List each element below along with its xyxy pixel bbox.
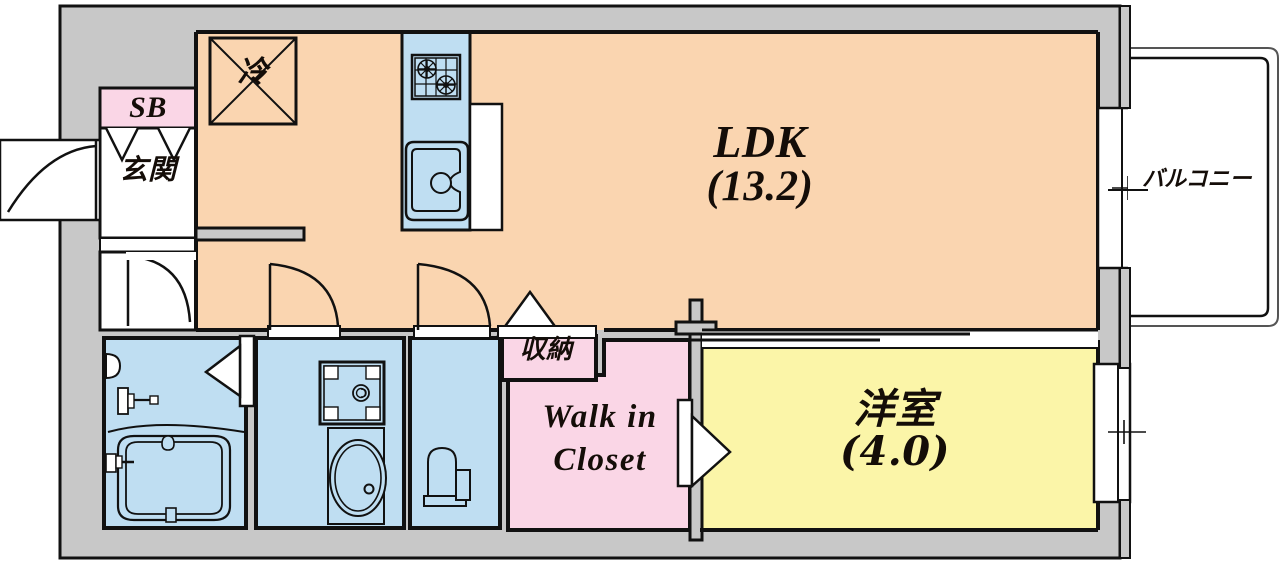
bedroom-window: [1092, 362, 1146, 504]
toilet-bowl-icon: [423, 446, 471, 508]
wic-sliding-door[interactable]: [676, 398, 732, 489]
kitchen-opening: [468, 102, 504, 232]
shoe-box-label: SB: [129, 91, 167, 124]
kitchen-sink-icon: [404, 140, 470, 222]
room-bedroom: [700, 340, 1098, 530]
ldk-area: (13.2): [706, 163, 814, 211]
wic-line1: Walk in: [542, 399, 658, 435]
gas-stove-icon: [410, 53, 462, 101]
bathroom-sliding-door[interactable]: [203, 334, 256, 408]
room-ldk: [196, 32, 1098, 330]
room-label-walk-in-closet: Walk in Closet: [505, 400, 695, 477]
genkan-inner-door[interactable]: [126, 252, 196, 326]
ldk-name: LDK: [713, 116, 807, 167]
refrigerator-icon: [208, 36, 298, 126]
storage-label: 収納: [519, 335, 573, 365]
washroom-door[interactable]: [267, 262, 341, 339]
toilet-door[interactable]: [413, 262, 492, 339]
bathroom-vanity-icon: [105, 353, 159, 415]
entrance-door[interactable]: [0, 138, 102, 222]
bathtub-icon: [105, 424, 245, 523]
bedroom-name: 洋室: [853, 385, 937, 433]
room-label-ldk: LDK (13.2): [660, 116, 860, 211]
refrigerator-label: 冷: [237, 55, 269, 90]
room-label-bedroom: 洋室 (4.0): [800, 385, 990, 476]
wic-line2: Closet: [553, 441, 647, 478]
balcony-label: バルコニー: [1142, 166, 1252, 192]
balcony-wall-stubs: [1119, 5, 1131, 559]
storage-door[interactable]: [495, 289, 597, 339]
ldk-bedroom-sliding-partition[interactable]: [690, 328, 1098, 349]
balcony-outline: [1108, 47, 1279, 327]
vanity-sink-icon: [327, 427, 387, 525]
entrance-label: 玄関: [119, 153, 177, 186]
washing-machine-pan-icon: [318, 360, 386, 426]
bedroom-area: (4.0): [840, 428, 950, 476]
